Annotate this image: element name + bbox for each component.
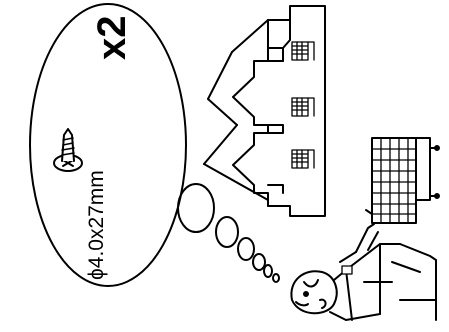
screw-icon — [53, 128, 83, 172]
cabinet-basket-icons — [291, 41, 315, 169]
thinking-person-icon — [290, 223, 437, 321]
screw-size-label: ϕ4.0x27mm — [85, 170, 108, 280]
quantity-label: x2 — [90, 15, 134, 61]
wire-basket-icon — [365, 137, 440, 224]
wall-cabinet-icon — [203, 5, 326, 217]
thought-bubble-trail — [177, 183, 280, 283]
thought-bubble — [29, 3, 187, 287]
